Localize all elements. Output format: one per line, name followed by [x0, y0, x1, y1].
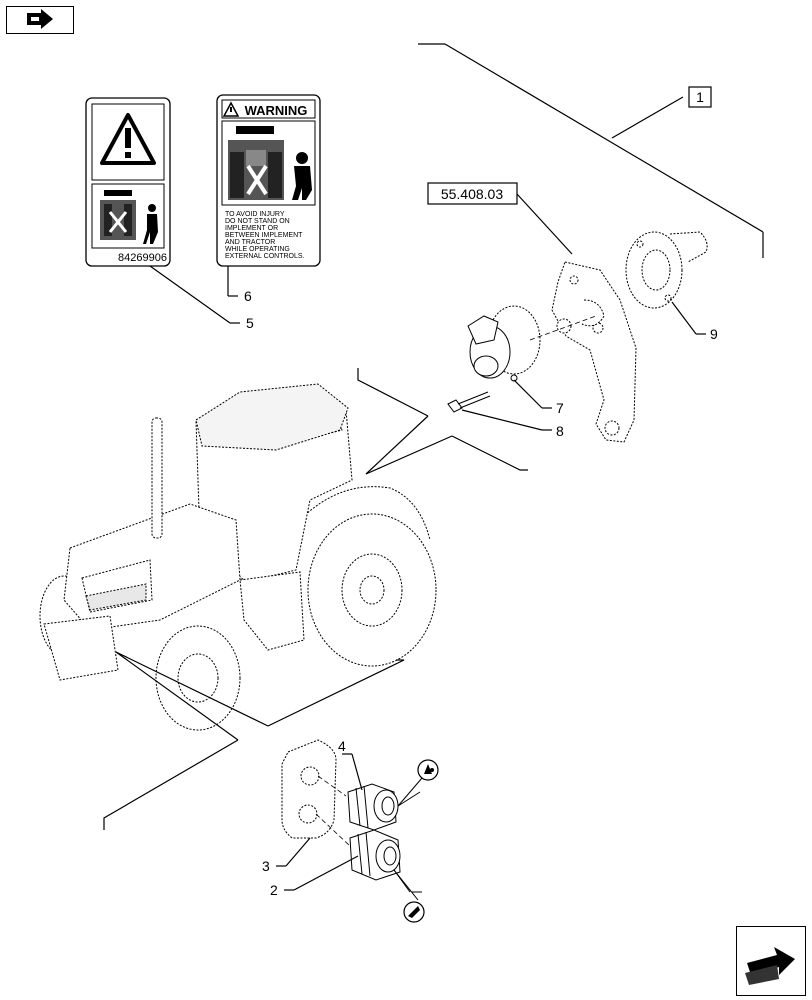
previous-page-arrow-icon [27, 9, 53, 29]
decal-5-tractor-pictogram [100, 190, 158, 244]
callout-3: 3 [262, 858, 270, 874]
svg-text:AND TRACTOR: AND TRACTOR [225, 239, 275, 246]
callout-2: 2 [270, 882, 278, 898]
callout-4: 4 [338, 738, 346, 754]
coupler-part-4 [347, 783, 399, 831]
plate-part-3 [281, 739, 337, 839]
callout-6: 6 [244, 288, 252, 304]
callout-8: 8 [556, 423, 564, 439]
next-page-arrow-icon [745, 947, 795, 985]
hydraulic-symbol-upper [397, 759, 439, 807]
mounting-bracket [551, 261, 637, 443]
callout-9: 9 [710, 326, 718, 342]
svg-text:EXTERNAL CONTROLS.: EXTERNAL CONTROLS. [225, 253, 305, 260]
svg-text:BETWEEN IMPLEMENT: BETWEEN IMPLEMENT [225, 232, 303, 239]
zoom-leader-upper [357, 368, 528, 475]
decal-6: WARNING TO AVOID INJURY DO NOT STAND ON … [216, 94, 321, 267]
callout-7: 7 [556, 400, 564, 416]
svg-text:DO NOT STAND ON: DO NOT STAND ON [225, 218, 290, 225]
decal-6-header: WARNING [245, 103, 308, 118]
next-page-icon[interactable] [736, 926, 806, 996]
hydraulic-symbol-lower [393, 869, 425, 923]
svg-text:WHILE OPERATING: WHILE OPERATING [225, 246, 290, 253]
ref-1-box[interactable]: 1 [688, 86, 712, 108]
tractor-illustration [39, 383, 437, 731]
ref-1-label: 1 [696, 89, 704, 105]
ref-55408-box[interactable]: 55.408.03 [427, 182, 518, 205]
bolt-part-8 [447, 391, 491, 413]
ref-1-leader [418, 43, 764, 258]
coupler-part-2 [349, 829, 401, 881]
callout-5: 5 [246, 315, 254, 331]
zoom-leader-lower [103, 651, 405, 830]
decal-6-text: TO AVOID INJURY DO NOT STAND ON IMPLEMEN… [225, 211, 305, 260]
svg-text:TO AVOID INJURY: TO AVOID INJURY [225, 211, 285, 218]
decal-5-part-number: 84269906 [118, 252, 167, 264]
previous-page-icon[interactable] [6, 6, 74, 34]
flange-part-9 [625, 231, 708, 309]
socket-part-7 [467, 305, 541, 382]
svg-text:IMPLEMENT OR: IMPLEMENT OR [225, 225, 278, 232]
decal-5: 84269906 [85, 97, 171, 267]
decal-6-tractor-pictogram [228, 126, 312, 200]
ref-55408-label: 55.408.03 [441, 186, 503, 202]
ref-55408-leader [516, 193, 573, 255]
